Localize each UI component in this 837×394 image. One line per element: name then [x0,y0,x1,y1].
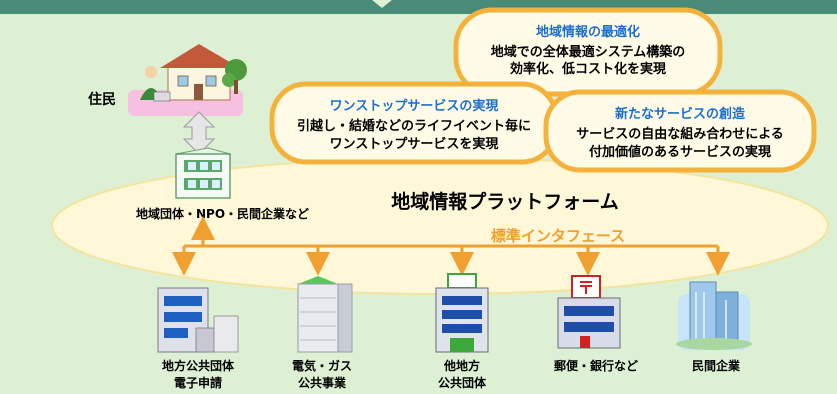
platform-ellipse [51,157,829,295]
header-strip [0,0,837,14]
bubble-optimization-line2: 効率化、低コスト化を実現 [510,61,666,77]
org-label: 地域団体・NPO・民間企業など [136,206,309,221]
bubble-onestop: ワンストップサービスの実現 引越し・結婚などのライフイベント毎に ワンストップサ… [269,81,559,165]
resident-label: 住民 [88,91,116,108]
local-government-building-icon [157,287,239,353]
platform-title: 地域情報プラットフォーム [391,190,618,213]
bubble-new-service-line2: 付加価値のあるサービスの実現 [589,144,771,160]
bubble-onestop-line2: ワンストップサービスを実現 [330,136,499,152]
bubble-onestop-line1: 引越し・結婚などのライフイベント毎に [297,118,531,134]
building-label-company: 民間企業 [692,358,741,373]
building-label-utilities-line1: 電気・ガス [292,358,352,373]
bubble-optimization: 地域情報の最適化 地域での全体最適システム構築の 効率化、低コスト化を実現 [453,7,723,97]
utilities-building-icon [297,276,353,353]
company-building-icon [676,281,752,350]
org-building-icon [175,147,231,199]
interface-label: 標準インタフェース [491,227,625,245]
bubble-optimization-title: 地域情報の最適化 [536,24,640,40]
building-label-local-gov-line1: 地方公共団体 [162,358,235,373]
building-label-other-gov-line1: 他地方 [443,358,480,373]
building-connectors [172,246,730,276]
building-label-post-bank: 郵便・銀行など [554,358,638,373]
bubble-new-service-line1: サービスの自由な組み合わせによる [576,126,784,142]
other-government-building-icon [435,273,489,353]
building-label-utilities-line2: 公共事業 [298,375,347,390]
resident-house-icon [128,44,247,116]
post-bank-building-icon [557,275,621,349]
header-notch [372,0,392,8]
bubble-new-service-title: 新たなサービスの創造 [615,106,746,122]
bubble-onestop-title: ワンストップサービスの実現 [330,98,499,114]
building-label-local-gov-line2: 電子申請 [174,375,222,390]
building-label-other-gov-line2: 公共団体 [438,375,487,390]
bubble-new-service: 新たなサービスの創造 サービスの自由な組み合わせによる 付加価値のあるサービスの… [543,89,817,173]
bubble-optimization-line1: 地域での全体最適システム構築の [491,44,686,60]
